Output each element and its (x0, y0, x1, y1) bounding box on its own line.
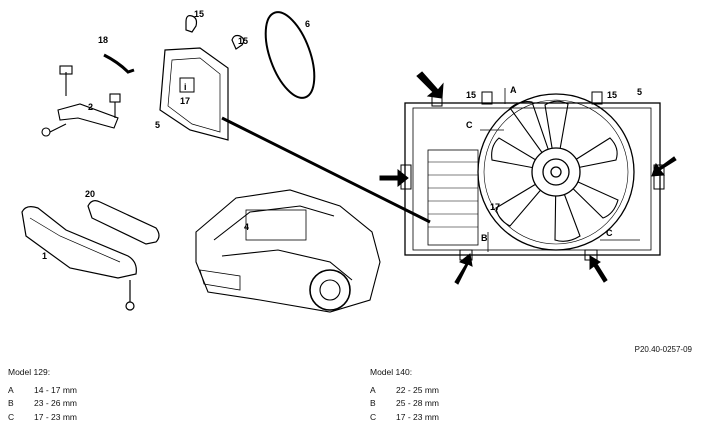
callout-15: 15 (466, 90, 476, 100)
fan-blades (491, 100, 619, 242)
dimension-b-label: B (481, 233, 488, 243)
dimension-c-label: C (606, 228, 613, 238)
callout-1: 1 (42, 251, 47, 261)
cover-part (87, 200, 160, 245)
callout-4: 4 (244, 222, 249, 232)
callout-20: 20 (85, 189, 95, 199)
callout-17: 17 (490, 202, 500, 212)
callout-17: 17 (180, 96, 190, 106)
callout-5: 5 (155, 120, 160, 130)
vehicle-front (195, 189, 381, 313)
callout-6: 6 (305, 19, 310, 29)
bracket-assembly (41, 65, 121, 137)
radiator-assembly (400, 88, 665, 261)
radiator-core-left (427, 149, 479, 246)
cover-and-seal (21, 200, 160, 311)
callout-5: 5 (637, 87, 642, 97)
dimension-a-label: A (510, 85, 517, 95)
mounting-arrows (379, 71, 677, 285)
hose (103, 53, 135, 74)
front-wheel (309, 269, 351, 311)
leader-line (221, 116, 431, 224)
fan-ring (264, 11, 316, 99)
info-box (179, 77, 195, 93)
seal-part (21, 206, 137, 279)
legend-title: Model 140: (370, 367, 413, 377)
dimension-c-label: C (466, 120, 473, 130)
clip-parts (185, 15, 245, 50)
callout-18: 18 (98, 35, 108, 45)
info-symbol: i (184, 82, 187, 92)
fan-shroud (477, 93, 635, 251)
fan-hub (531, 147, 581, 197)
exploded-view-diagram: 15 6 15 18 17 2 5 20 4 1 15 15 5 17 i A … (21, 9, 677, 313)
callout-2: 2 (88, 102, 93, 112)
callout-15: 15 (238, 36, 248, 46)
callout-15: 15 (607, 90, 617, 100)
callout-15: 15 (194, 9, 204, 19)
figure-reference: P20.40-0257-09 (634, 345, 692, 354)
fan-shroud-part (159, 47, 229, 141)
legend-title: Model 129: (8, 367, 51, 377)
